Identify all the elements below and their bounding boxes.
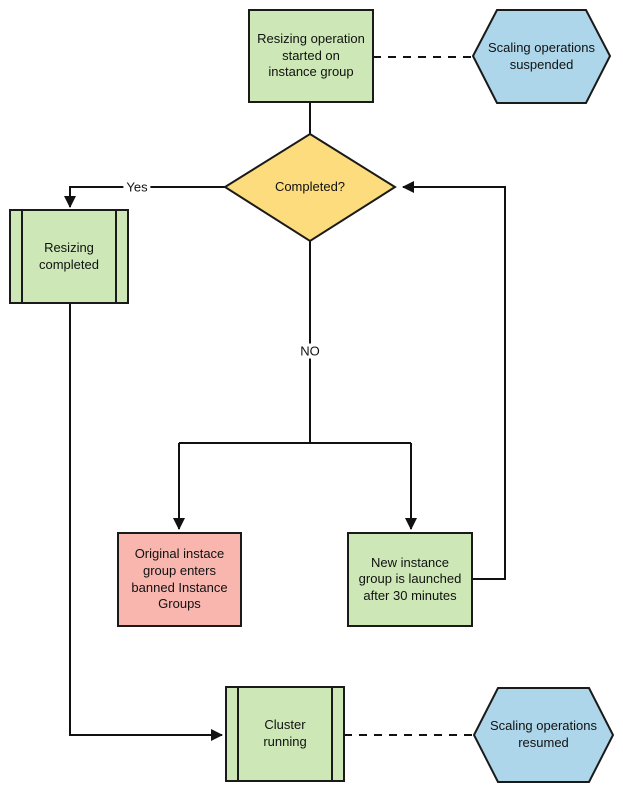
node-scaling-resumed-shape [472, 687, 615, 783]
edge-label-no: NO [297, 343, 323, 359]
node-new-group-shape [347, 532, 473, 627]
node-banned-group-shape [117, 532, 242, 627]
edge-loop-back-to-completed [402, 181, 506, 580]
edge-yes-to-resizing-completed [64, 186, 225, 208]
edge-label-yes: Yes [123, 179, 151, 195]
node-resizing-completed-shape [9, 209, 129, 304]
edge-completed-to-cluster [69, 303, 223, 741]
node-resizing-started-shape [248, 9, 374, 103]
node-completed-decision-shape [223, 132, 397, 243]
node-cluster-running-shape [225, 686, 345, 782]
node-scaling-suspended-shape [471, 9, 612, 104]
edge-no-trunk [179, 241, 411, 444]
